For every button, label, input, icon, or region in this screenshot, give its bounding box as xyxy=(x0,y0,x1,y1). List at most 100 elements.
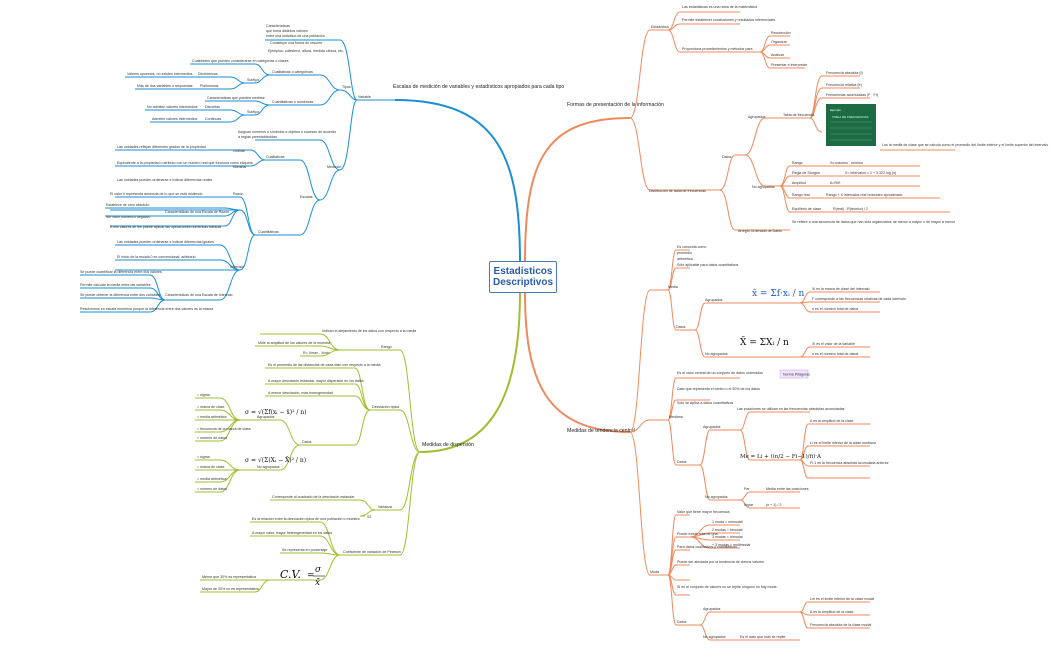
label-escalas: Escalas xyxy=(300,195,313,199)
text-v4: Constituye una forma de resumir xyxy=(270,41,323,45)
text-arr1: Se refiere a una secuencia de datos que … xyxy=(792,220,956,224)
text-c2: A mayor valor, mayor heterogeneidad en l… xyxy=(252,531,332,535)
text-r1: Indican el alejamiento de los datos con … xyxy=(322,329,416,333)
text-amp1: A=R/K xyxy=(830,181,841,185)
branch-title-formas[interactable]: Formas de presentación de la información xyxy=(567,102,664,108)
text-impar1: (n + 1) / 2 xyxy=(766,503,781,507)
label-datos-moda: Datos xyxy=(677,620,687,624)
label-ordinal: Ordinal xyxy=(233,149,245,153)
label-no-agrupados-mediana: No agrupados xyxy=(705,495,728,499)
label-intervalo: Intervalo xyxy=(230,265,244,269)
text-nom1: Las unidades reflejan diferentes grados … xyxy=(117,145,206,149)
label-coef: Coeficiente de variación de Pearson xyxy=(343,550,401,554)
label-tabla-frec: Tabla de frecuencia xyxy=(783,113,814,117)
formula-cv-label: C.V. xyxy=(280,568,301,581)
label-cuan-num: Cuantitativas o numéricas xyxy=(272,100,314,104)
label-nominal: Nominal xyxy=(233,165,246,169)
label-agrupados-media: Agrupados xyxy=(705,298,723,302)
label-cualitativas: Cualitativas xyxy=(266,155,285,159)
text-mn1: Xi es el valor de la variable xyxy=(812,342,855,346)
text-v5: Ejemplos: colesterol, altura, medida clí… xyxy=(268,49,344,53)
label-organizar: Organizar xyxy=(771,40,788,44)
text-m4: Sólo aplicable para datos cuantitativos xyxy=(677,263,739,267)
text-mn2: n es el número total de datos xyxy=(812,352,859,356)
text-mda4: A es la amplitud de la clase xyxy=(810,419,854,423)
text-mo3: Para datos cualitativos y cuantitativos xyxy=(677,545,737,549)
label-estadistica: Estadística xyxy=(651,25,669,29)
branch-title-escalas[interactable]: Escalas de medición de variables y estad… xyxy=(393,84,564,90)
label-no-agrupados-media: No agrupados xyxy=(705,352,728,356)
label-presentar: Presentar e interpretar xyxy=(771,63,808,67)
text-rr1: Rango + K intervalos real redondeo aprox… xyxy=(826,193,902,197)
label-varianza: Varianza xyxy=(378,505,392,509)
text-v2: que toma distintos valores xyxy=(266,29,308,33)
text-mo2: Puede existir más de una xyxy=(677,532,718,536)
label-rango-disp: Rango xyxy=(381,345,392,349)
text-m2: promedio xyxy=(677,251,692,255)
text-mo4: Puede ser afectada por la tendencia de c… xyxy=(677,560,764,564)
label-subtipo-1: Subtipo xyxy=(247,78,259,82)
label-subtipo-2: Subtipo xyxy=(247,110,259,114)
table-thumb-title: TABLA DE FRECUENCIAS xyxy=(832,115,868,119)
tendencia-connectors xyxy=(629,249,880,641)
label-dicotomicas: Dicotómicas xyxy=(198,72,218,76)
label-rango-real: Rango real xyxy=(792,193,810,197)
branch-title-tendencia[interactable]: Medidas de tendencia central xyxy=(567,428,635,434)
central-topic[interactable]: Estadísticos Descriptivos xyxy=(489,261,557,293)
label-agrupados-moda: Agrupados xyxy=(703,607,721,611)
text-m3: aritmética xyxy=(677,257,693,261)
main-branch-escalas xyxy=(394,99,521,263)
label-agrupados-mediana: Agrupados xyxy=(703,425,721,429)
text-dis1: No admiten valores intermedios xyxy=(147,105,198,109)
dispersion-connectors xyxy=(195,333,421,593)
text-var1: Corresponde al cuadrado de la desviación… xyxy=(272,495,355,499)
label-frec-rel: Frecuencia relativa (fr) xyxy=(826,83,862,87)
text-int4: Se puede cuantificar la diferencia entre… xyxy=(80,270,162,274)
text-d3: A menor desviación, más homogeneidad xyxy=(268,391,333,395)
svg-text:=: = xyxy=(307,571,315,581)
main-branch-tendencia xyxy=(524,291,631,433)
label-politomicas: Politómicas xyxy=(200,84,219,88)
label-tipos: Tipos xyxy=(342,85,351,89)
label-mediana: Mediana xyxy=(669,415,683,419)
label-amplitud: Amplitud xyxy=(792,181,806,185)
label-agrupados-formas: Agrupados xyxy=(748,115,766,119)
formas-connectors xyxy=(629,11,955,231)
text-c3: Se representa en porcentaje xyxy=(282,548,327,552)
label-discretas: Discretas xyxy=(205,105,220,109)
text-raz5: Sin valor numérico negativo xyxy=(106,215,150,219)
label-s2: S2 xyxy=(367,515,371,519)
label-datos-formas: Datos xyxy=(722,155,732,159)
label-frec-acum: Frecuencias acumuladas (F · Fr) xyxy=(826,93,878,97)
text-moa1: Lm es el límite inferior de la clase mod… xyxy=(810,597,874,601)
text-pol1: Más de dos variables o respuestas xyxy=(137,84,193,88)
label-datos-media: Datos xyxy=(676,325,686,329)
text-eq1: R(real) - R(teórico) / 2 xyxy=(833,207,868,211)
text-moa2: A es la amplitud de la clase xyxy=(810,610,854,614)
text-int5: Permite calcular la media entre las vari… xyxy=(80,283,151,287)
formula-mean-grouped: x̄ = Σf·xᵢ / n xyxy=(752,289,805,299)
label-no-agrupados-formas: No agrupados xyxy=(752,185,775,189)
label-equilibrio: Equilibrio de clase xyxy=(792,207,821,211)
text-v3: entre una individuo de una población xyxy=(266,34,325,38)
text-r2: Mide la amplitud de los valores de la mu… xyxy=(258,341,330,345)
text-mon1: Es el dato que más se repite xyxy=(740,635,786,639)
text-raz3: Características de una Escala de Razón xyxy=(165,210,229,214)
label-par: Par xyxy=(744,487,750,491)
text-mo6: 1 moda = unimodal xyxy=(712,520,743,524)
formula-cv: C.V. = σ x̄ xyxy=(280,565,325,588)
text-dn4: = número de datos xyxy=(197,487,227,491)
text-mda2: Li es el límite inferior de la clase med… xyxy=(810,441,876,445)
branch-title-dispersion[interactable]: Medidas de dispersión xyxy=(422,442,474,448)
label-rango-formas: Rango xyxy=(792,161,803,165)
text-raz2: El valor 0 representa ausencia de lo que… xyxy=(110,192,203,196)
text-d1: Es el promedio de las distancias de cada… xyxy=(268,363,380,367)
text-da4: = frecuencia de la marca de clase xyxy=(197,427,251,431)
text-cv-mayor: Mayor de 30% no es representativa xyxy=(202,587,259,591)
label-analizar: Analizar xyxy=(771,53,785,57)
text-cq1: Cualidades que pueden considerarse en ca… xyxy=(192,59,289,63)
label-medicion: Medición xyxy=(327,165,341,169)
text-cv-menor: Menor que 30% es representativa xyxy=(202,575,256,579)
label-impar: Impar xyxy=(744,503,754,507)
